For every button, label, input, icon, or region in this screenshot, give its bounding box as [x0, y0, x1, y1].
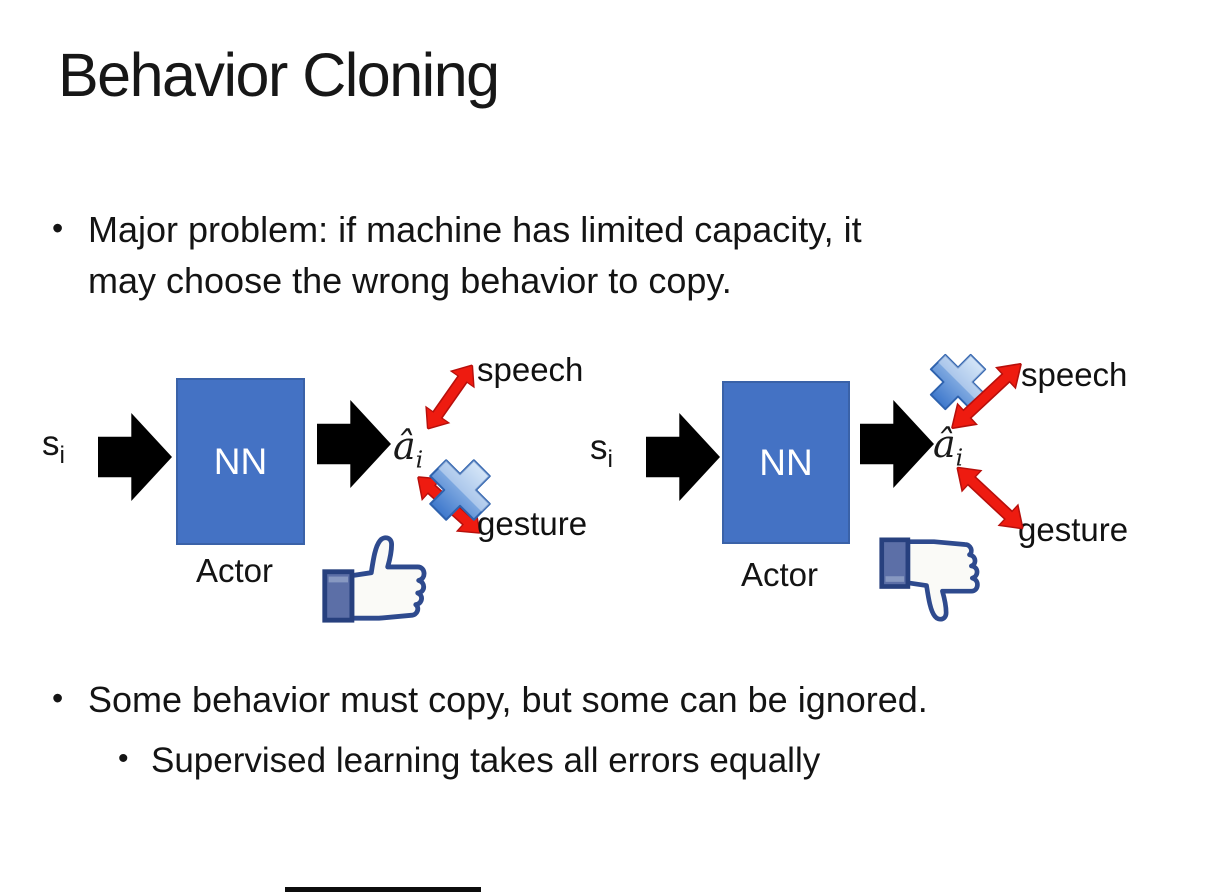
bullet-major-problem: • Major problem: if machine has limited … — [52, 204, 1112, 306]
action-symbol: â — [393, 424, 416, 468]
cross-out-speech-icon — [924, 350, 992, 414]
state-subscript: i — [607, 446, 613, 473]
bullet-text: Supervised learning takes all errors equ… — [151, 736, 820, 786]
bottom-edge-partial-bar — [285, 887, 481, 892]
nn-box: NN — [722, 381, 850, 544]
speech-label: speech — [1021, 356, 1128, 393]
state-input-label: si — [42, 424, 65, 470]
nn-box: NN — [176, 378, 305, 545]
bullet-some-behavior: • Some behavior must copy, but some can … — [52, 674, 1172, 725]
gesture-double-arrow-icon — [946, 456, 1034, 541]
state-input-label: si — [590, 428, 613, 474]
state-symbol: s — [590, 428, 608, 467]
slide-title: Behavior Cloning — [58, 41, 500, 109]
cross-out-gesture-icon — [424, 455, 496, 525]
bullet-marker: • — [52, 210, 64, 246]
thumbs-up-icon — [320, 533, 438, 625]
sub-bullet-supervised-learning: • Supervised learning takes all errors e… — [118, 736, 1158, 786]
action-subscript: i — [415, 445, 424, 474]
bullet-marker: • — [118, 742, 129, 775]
gesture-label: gesture — [1018, 511, 1129, 548]
action-subscript: i — [955, 443, 964, 472]
action-output-label: âi — [393, 424, 423, 474]
input-flow-arrow-icon — [98, 413, 172, 501]
actor-label: Actor — [196, 552, 274, 589]
nn-label: NN — [759, 441, 813, 483]
bullet-line: Supervised learning takes all errors equ… — [151, 741, 821, 780]
speech-double-arrow-icon — [941, 352, 1032, 440]
state-symbol: s — [42, 424, 60, 463]
actor-label: Actor — [741, 556, 819, 593]
bullet-text: Major problem: if machine has limited ca… — [88, 204, 862, 306]
nn-label: NN — [213, 440, 268, 482]
bullet-marker: • — [52, 680, 64, 716]
bullet-text: Some behavior must copy, but some can be… — [88, 674, 928, 725]
output-flow-arrow-icon — [860, 400, 934, 488]
action-output-label: âi — [933, 422, 963, 472]
bullet-line: Some behavior must copy, but some can be… — [88, 679, 928, 720]
bullet-line-2: may choose the wrong behavior to copy. — [88, 260, 732, 302]
thumbs-down-icon — [878, 532, 990, 627]
speech-label: speech — [477, 351, 584, 388]
input-flow-arrow-icon — [646, 413, 720, 501]
state-subscript: i — [59, 442, 65, 469]
bullet-line-1: Major problem: if machine has limited ca… — [88, 209, 862, 250]
action-symbol: â — [933, 422, 956, 466]
output-flow-arrow-icon — [317, 400, 391, 488]
speech-double-arrow-icon — [415, 356, 486, 438]
gesture-label: gesture — [477, 505, 588, 542]
